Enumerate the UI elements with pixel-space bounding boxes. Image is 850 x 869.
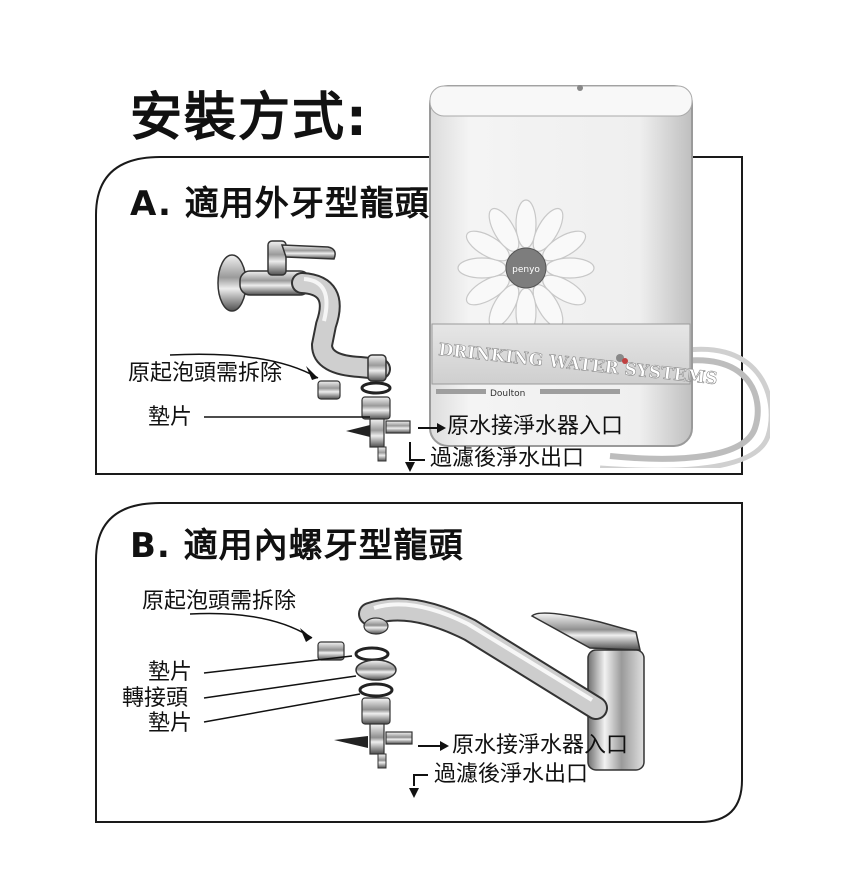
label-gasket-b2: 墊片 (148, 711, 193, 736)
label-outlet-a: 過濾後淨水出口 (430, 446, 585, 471)
label-gasket-a: 墊片 (148, 405, 193, 430)
label-adapter-b: 轉接頭 (122, 686, 189, 711)
label-remove-aerator-a: 原起泡頭需拆除 (128, 361, 283, 386)
mixer-faucet-illustration (317, 597, 645, 771)
flower-emblem: penyo (457, 199, 595, 337)
label-inlet-b: 原水接淨水器入口 (452, 733, 629, 758)
section-b-title: B. 適用內螺牙型龍頭 (130, 526, 464, 566)
brand-badge: penyo (512, 265, 540, 275)
label-inlet-a: 原水接淨水器入口 (447, 414, 624, 439)
page-title: 安裝方式: (130, 88, 369, 148)
label-remove-aerator-b: 原起泡頭需拆除 (142, 589, 297, 614)
wall-faucet-illustration (217, 240, 411, 462)
brand-name: Doulton (490, 389, 525, 399)
label-outlet-b: 過濾後淨水出口 (434, 762, 589, 787)
section-b-frame (95, 502, 743, 823)
section-a-title: A. 適用外牙型龍頭 (130, 184, 430, 224)
section-a-frame (95, 156, 743, 475)
water-purifier-unit: penyo DRINKING WATER SYSTEMS Doulton (429, 85, 770, 468)
label-gasket-b1: 墊片 (148, 660, 193, 685)
